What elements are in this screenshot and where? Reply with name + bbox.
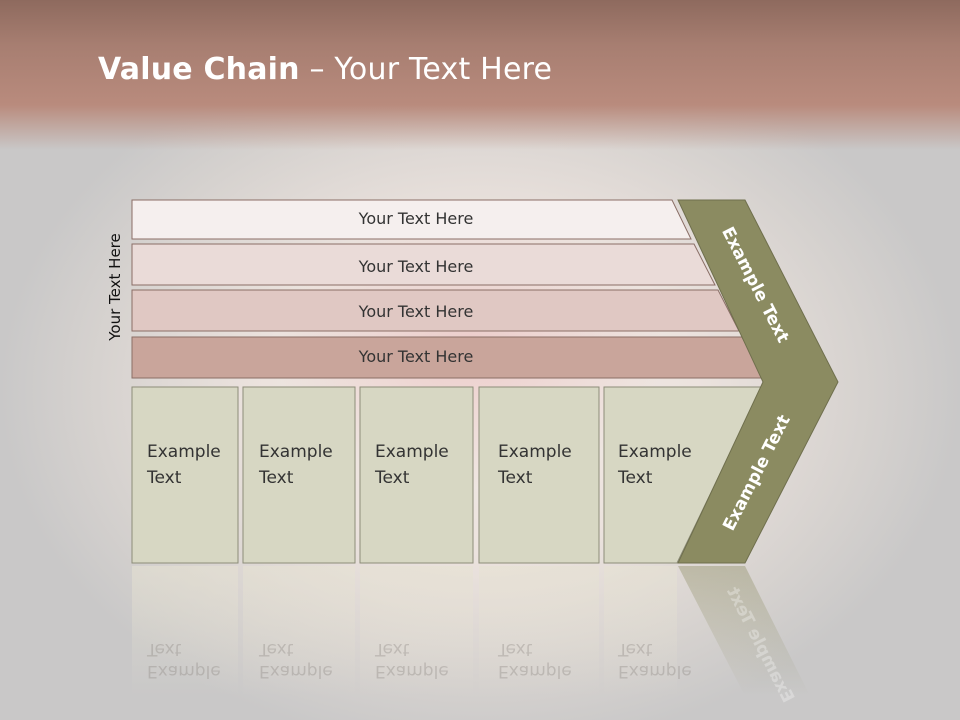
reflection-2 <box>243 566 355 696</box>
side-label: Your Text Here <box>106 233 124 341</box>
page-title: Value Chain – Your Text Here <box>98 52 552 87</box>
row-label-3: Your Text Here <box>358 302 474 321</box>
column-box-5 <box>603 386 763 564</box>
arrow-reflection <box>678 566 810 696</box>
title-bold: Value Chain <box>98 52 300 87</box>
title-rest: – Your Text Here <box>299 52 553 87</box>
column-box-1 <box>131 386 239 564</box>
chevron-arrow <box>677 199 839 564</box>
row-label-2: Your Text Here <box>358 257 474 276</box>
column-box-2 <box>242 386 356 564</box>
row-bar-1 <box>131 199 692 240</box>
header-band <box>0 0 960 150</box>
reflection-4 <box>479 566 599 696</box>
row-bar-2 <box>131 243 716 286</box>
row-label-4: Your Text Here <box>358 347 474 366</box>
reflection-5 <box>604 566 677 696</box>
column-box-3 <box>359 386 474 564</box>
column-box-4 <box>478 386 600 564</box>
reflection-1 <box>132 566 238 696</box>
row-label-1: Your Text Here <box>358 209 474 228</box>
reflection-3 <box>360 566 473 696</box>
